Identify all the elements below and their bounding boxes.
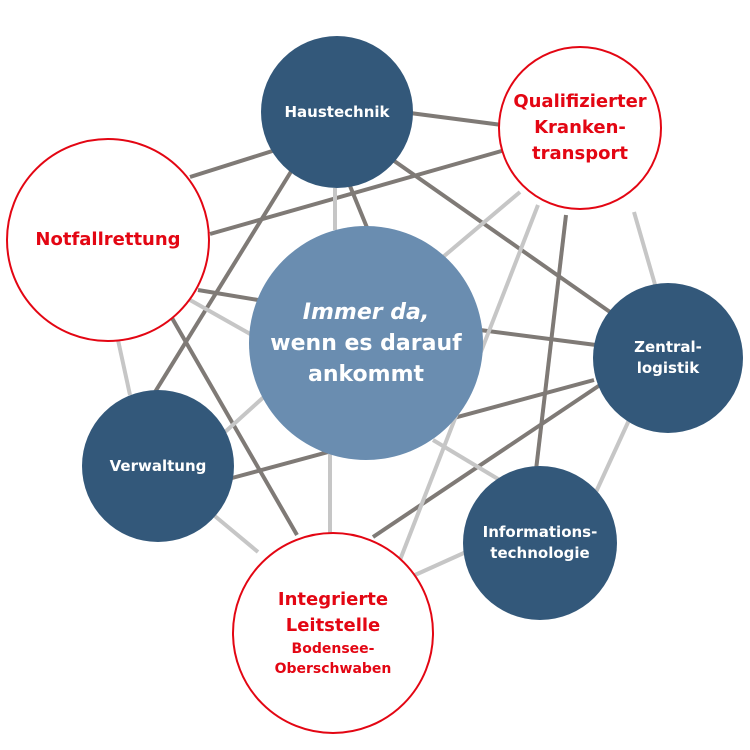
connection-line-dark <box>348 185 370 231</box>
node-label: Leitstelle <box>285 615 381 636</box>
connection-line-light <box>223 393 268 434</box>
connection-line-light <box>414 550 467 577</box>
node-label: Kranken- <box>534 117 626 138</box>
connection-line-dark <box>197 288 259 302</box>
connection-line-dark <box>371 383 602 539</box>
node-label: technologie <box>490 544 590 562</box>
node-label: Notfallrettung <box>35 229 181 250</box>
node-label: transport <box>532 143 628 164</box>
connection-line-light <box>116 339 132 396</box>
connection-line-light <box>594 417 632 493</box>
node-krankentransport: Qualifizierter Kranken- transport <box>498 46 662 210</box>
connection-line-dark <box>189 145 286 179</box>
connection-line-light <box>441 190 522 259</box>
connection-line-dark <box>479 328 597 347</box>
node-label: Integrierte <box>277 589 389 610</box>
center-line-3: ankommt <box>307 361 425 387</box>
connection-line-light <box>189 298 253 337</box>
connection-line-dark <box>153 168 294 394</box>
node-label: Informations- <box>482 523 598 541</box>
node-informationstechnologie: Informations- technologie <box>463 466 617 620</box>
connection-line-light <box>208 510 260 554</box>
node-zentrallogistik: Zentral- logistik <box>593 283 743 433</box>
connection-line-light <box>431 438 505 484</box>
node-label: Haustechnik <box>284 102 390 121</box>
node-center: Immer da, wenn es darauf ankommt <box>249 226 483 460</box>
node-verwaltung: Verwaltung <box>82 390 234 542</box>
node-label: Qualifizierter <box>513 91 647 112</box>
node-notfallrettung: Notfallrettung <box>6 138 210 342</box>
node-sublabel: Bodensee- <box>291 641 375 657</box>
connection-line-dark <box>409 111 503 127</box>
node-leitstelle: Integrierte Leitstelle Bodensee- Obersch… <box>232 532 434 734</box>
center-line-1: Immer da, <box>302 299 430 325</box>
connection-line-dark <box>534 214 568 471</box>
node-label: Zentral- <box>634 338 702 356</box>
node-label: logistik <box>636 359 700 377</box>
node-haustechnik: Haustechnik <box>261 36 413 188</box>
node-label: Verwaltung <box>109 456 207 475</box>
connection-line-light <box>632 211 658 289</box>
node-sublabel: Oberschwaben <box>274 661 392 677</box>
connection-line-dark <box>170 317 299 536</box>
center-line-2: wenn es darauf <box>270 330 462 356</box>
connection-line-dark <box>388 156 612 314</box>
